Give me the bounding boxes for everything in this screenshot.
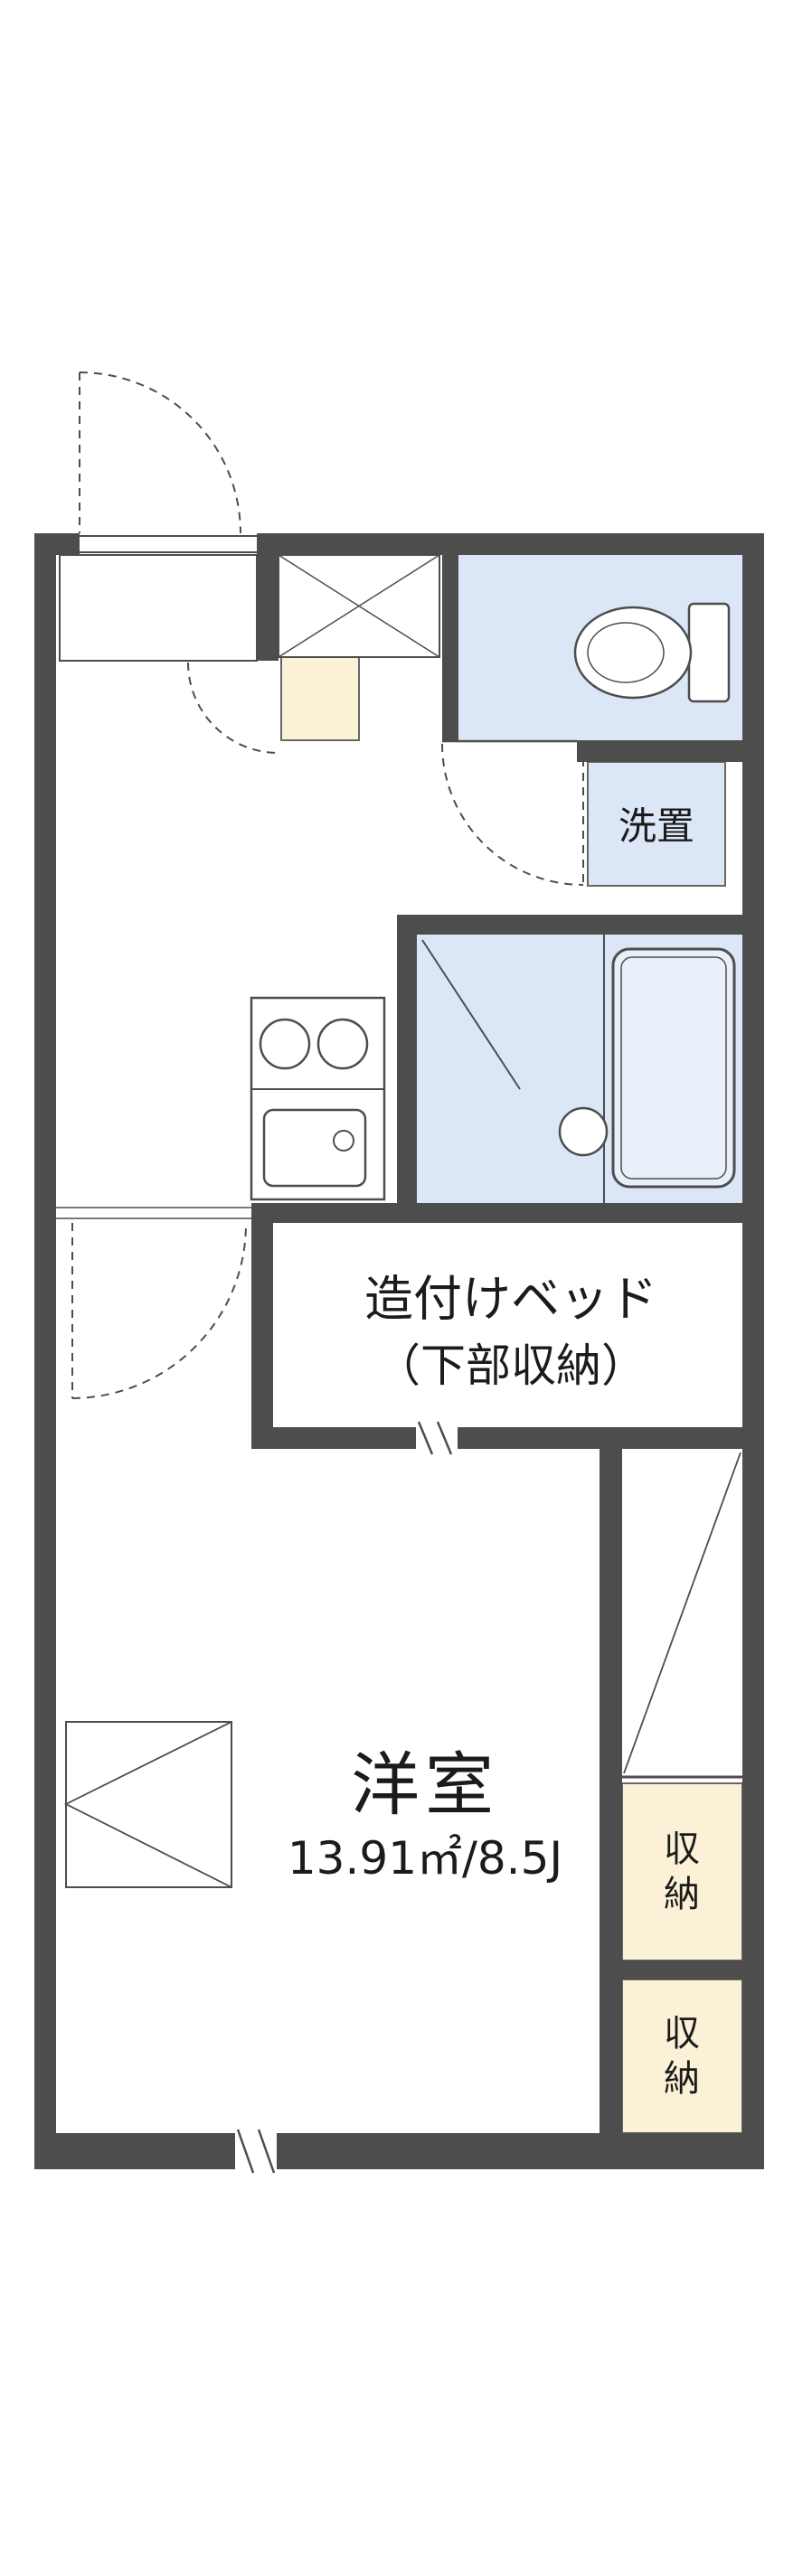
wall-toilet-left [442,555,458,740]
hatch-tick [257,2129,276,2174]
bay-window-box [65,1721,232,1888]
wall-right [742,533,764,2169]
stove-burner-icon [259,1018,311,1070]
wall-left [34,533,56,2169]
entrance-door-arc [79,371,241,534]
thin-lines [56,535,742,1888]
door-swings [71,371,584,1399]
toilet-bowl-rim [587,622,665,683]
toilet-tank [687,602,731,703]
wall-entry-divider [257,533,279,661]
sink-faucet-icon [333,1130,354,1152]
room-area-label: 13.91㎡/8.5J [287,1832,563,1885]
bath-drain-icon [558,1106,609,1157]
wall-bed-bottom [251,1427,764,1449]
walls [34,533,764,2169]
kitchen-unit [250,996,386,1201]
wall-storage-divider [600,1960,764,1979]
hatch-tick [436,1421,453,1455]
stove-burner-icon [316,1018,369,1070]
built-in-bed-sublabel: （下部収納） [375,1340,647,1392]
wall-bed-top [251,1203,764,1223]
bay-window-diagonals [63,1721,232,1888]
wall-under-toilet [577,740,742,762]
hatch-tick [417,1421,434,1455]
wall-bath-left [397,915,417,1221]
room-door-arc [71,1222,248,1399]
toilet-icon [573,602,731,703]
shoe-cabinet [280,656,360,741]
washer-area-label: 洗置 [618,804,695,849]
fixtures [250,602,736,1201]
genkan-step [59,554,258,662]
alcove-diagonal [623,1452,741,1774]
upper-cabinet-diagonal [278,554,440,658]
wall-bath-top [397,915,764,935]
wall-bottom [34,2133,764,2169]
toilet-door-arc [441,743,584,886]
built-in-bed-label: 造付けベッド [364,1270,657,1328]
bathtub-rim [620,956,727,1180]
bath-door-diagonal [421,939,521,1090]
wall-storage-left [600,1449,622,2133]
bathtub-outer [611,947,736,1189]
wall-top [257,533,764,555]
bathtub-icon [611,947,736,1189]
washer-space [587,761,726,887]
opening-hatches [235,1421,458,2174]
hall-door-arc [187,662,279,754]
kitchen-sink [262,1108,367,1188]
storage-lower-label: 収納 [664,2013,700,2100]
hatch-tick [236,2129,255,2174]
wall-bed-left [251,1203,273,1449]
storage-upper-label: 収納 [664,1829,700,1915]
toilet-bowl [573,606,693,700]
room-name-label: 洋室 [351,1744,499,1825]
